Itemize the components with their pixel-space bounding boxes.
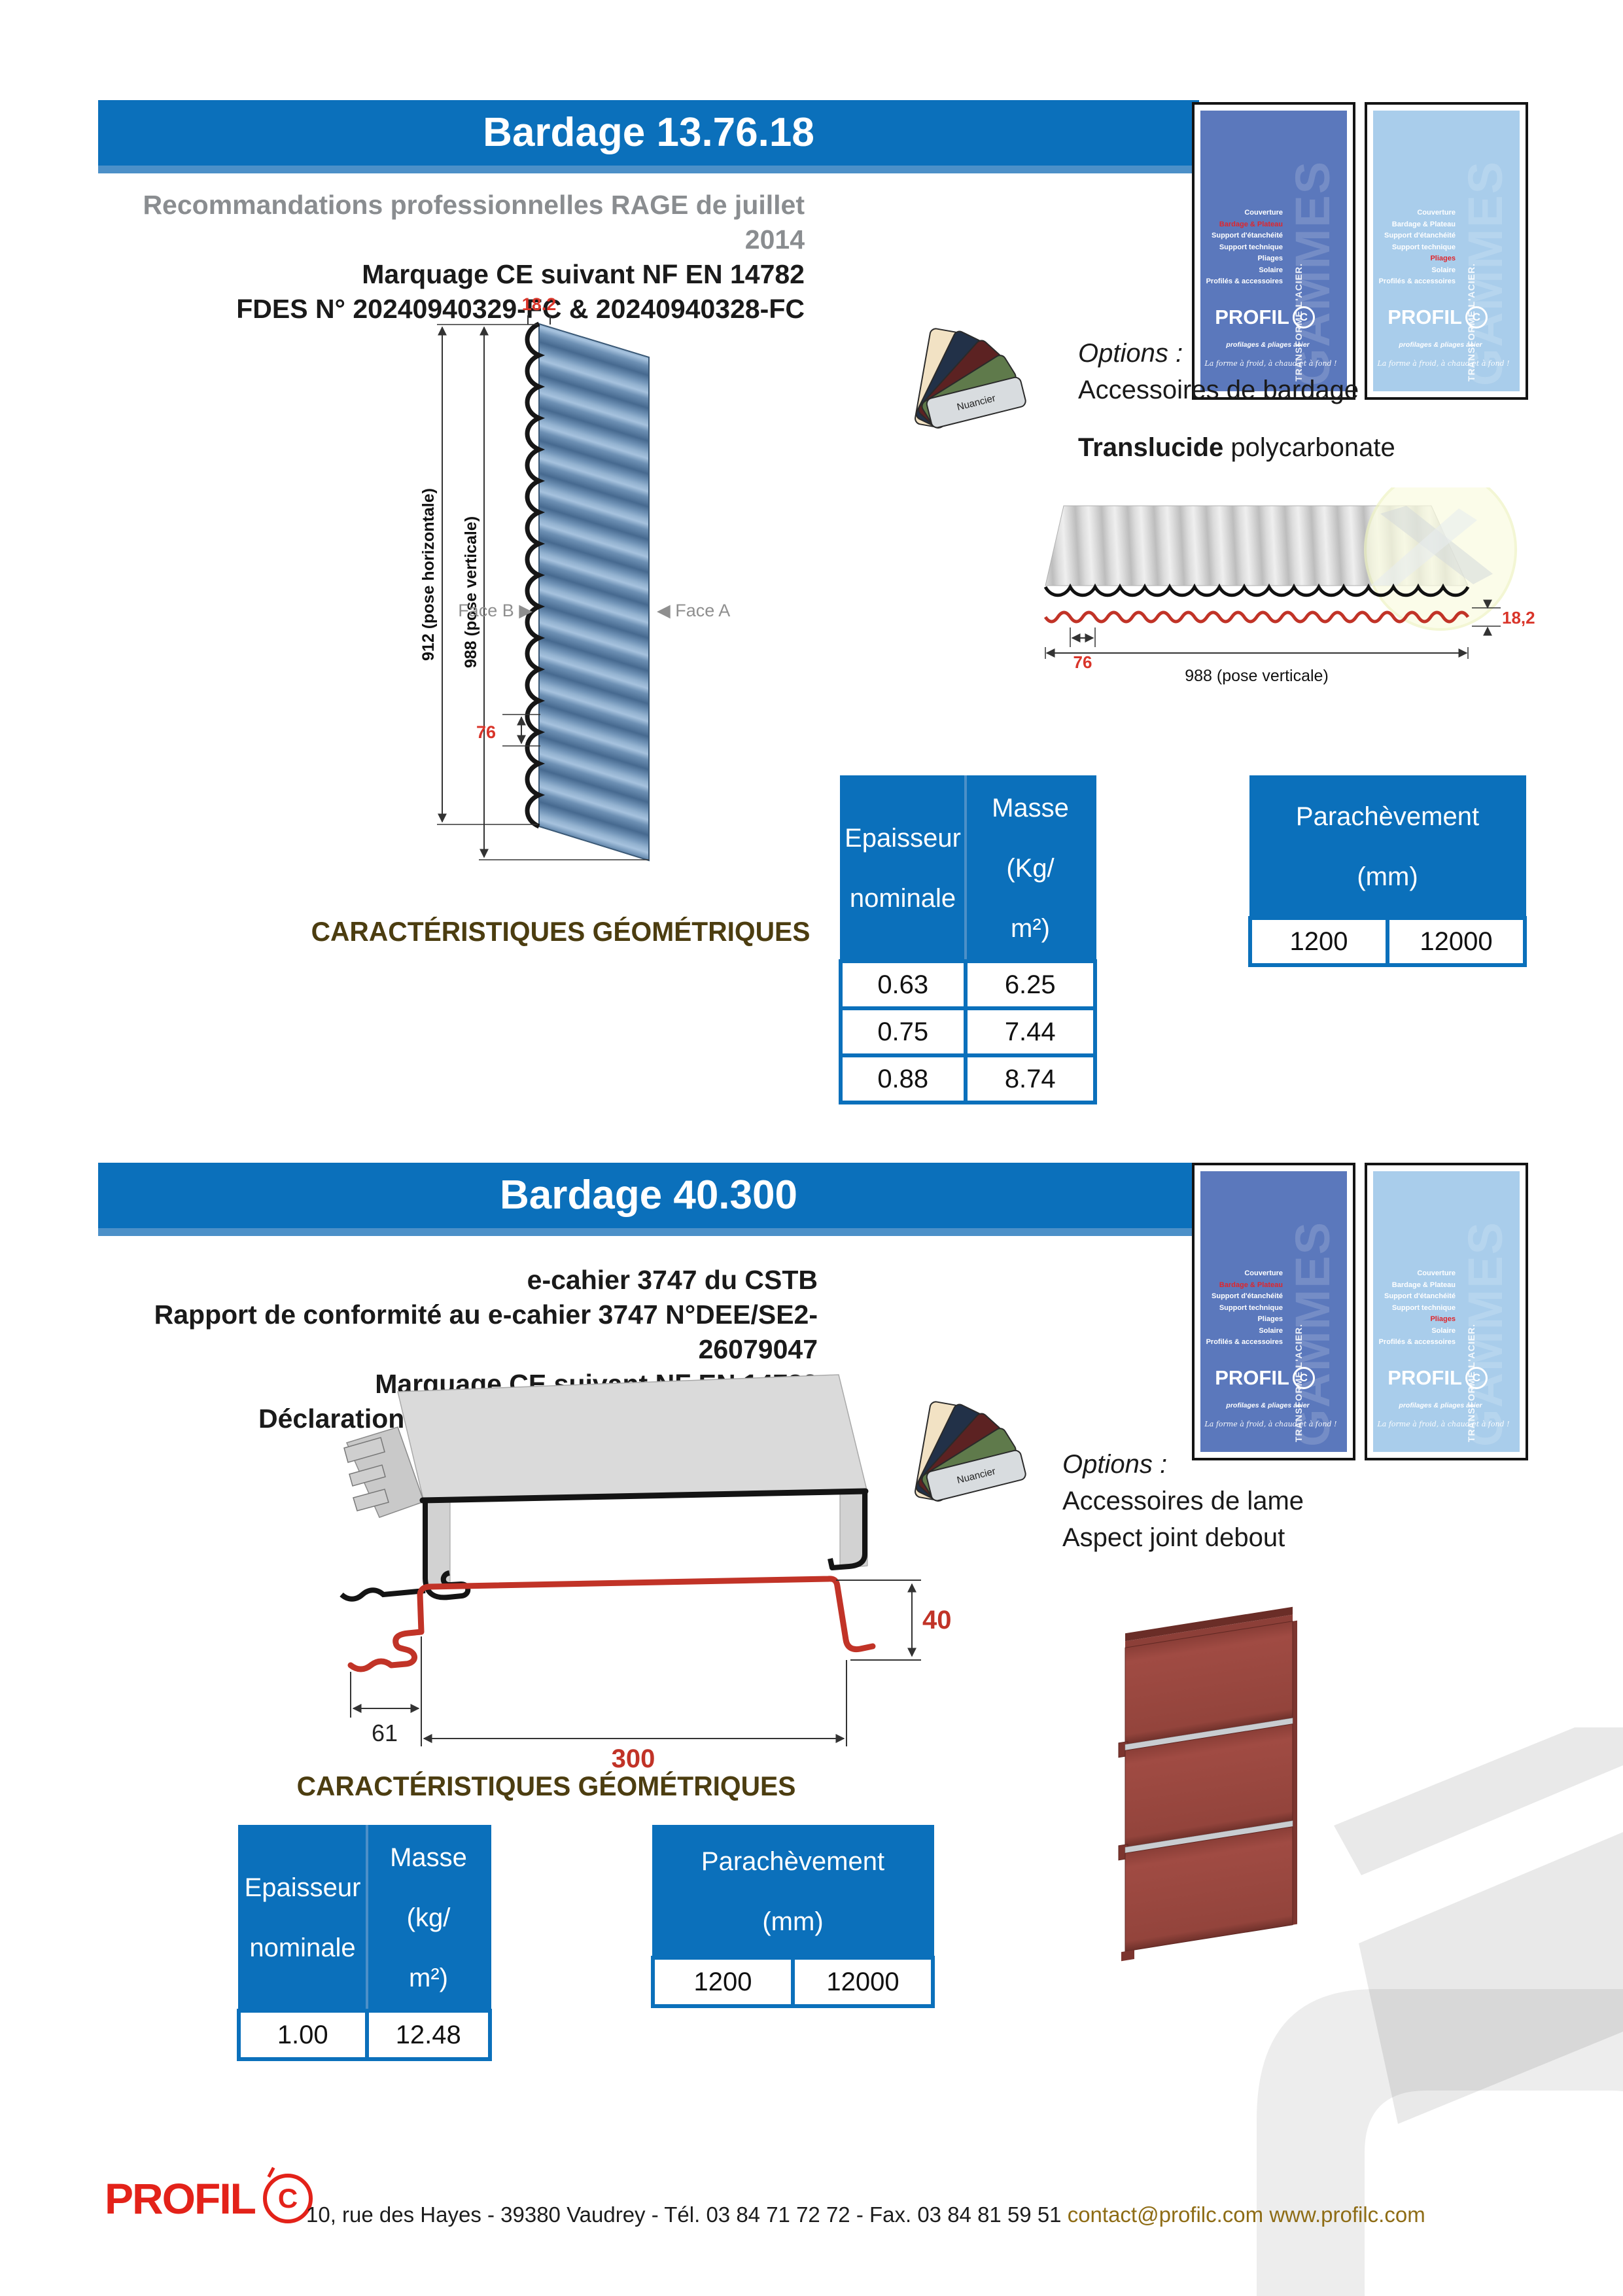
- section2-header-bar: Bardage 40.300: [98, 1163, 1199, 1236]
- col-parachevement: Parachèvement (mm): [652, 1825, 934, 1959]
- options-label: Options :: [1078, 339, 1183, 368]
- col-epaisseur: Epaisseur nominale: [839, 775, 967, 963]
- table-row: 0.75 7.44: [839, 1006, 1097, 1057]
- translucide-line: Translucide polycarbonate: [1078, 433, 1395, 462]
- col-masse: Masse (kg/ m²): [366, 1825, 491, 2012]
- table-row: 1.00 12.48: [237, 2009, 492, 2061]
- footer-address-line: 10, rue des Hayes - 39380 Vaudrey - Tél.…: [306, 2202, 1425, 2227]
- catalog-cover-bardage: GAMMES TRANSFORME L'ACIER. Couverture Ba…: [1192, 102, 1355, 400]
- dim-76: 76: [1073, 652, 1092, 672]
- section2-options: Options : Accessoires de lame Aspect joi…: [1062, 1446, 1304, 1556]
- catalog-cover-pliages: GAMMES TRANSFORME L'ACIER. Couverture Ba…: [1365, 102, 1528, 400]
- card-tagline: profilages & pliages acier: [1226, 341, 1310, 349]
- card-script-line: La forme à froid, à chaud et à fond !: [1377, 359, 1510, 368]
- section2-subtitle-rapport: Rapport de conformité au e-cahier 3747 N…: [154, 1299, 818, 1364]
- card-tagline: profilages & pliages acier: [1226, 1402, 1310, 1409]
- card-tagline: profilages & pliages acier: [1399, 1402, 1482, 1409]
- section2-finish-table: Parachèvement (mm) 1200 12000: [651, 1825, 935, 2008]
- table-row: 1200 12000: [1248, 916, 1527, 967]
- c-ring-icon: C: [1465, 1367, 1488, 1389]
- options-item: Aspect joint debout: [1062, 1523, 1285, 1552]
- sheet-scalloped-edge: [1043, 583, 1470, 597]
- dim-988: 988 (pose verticale): [1185, 667, 1329, 685]
- c-ring-icon: C: [1292, 1367, 1315, 1389]
- c-ring-icon: C: [1292, 306, 1315, 328]
- section2-geometry-title: CARACTÉRISTIQUES GÉOMÉTRIQUES: [296, 1771, 796, 1801]
- section1-subtitle-fdes: FDES N° 20240940329-FC & 20240940328-FC: [236, 294, 805, 324]
- dim-912: 912 (pose horizontale): [419, 488, 438, 661]
- dim-18-2: 18,2: [1502, 608, 1535, 627]
- card-script-line: La forme à froid, à chaud et à fond !: [1377, 1420, 1510, 1428]
- translucide-sheet-figure: 18,2 76 988 (pose verticale): [1043, 487, 1535, 685]
- c-ring-icon: C: [1465, 306, 1488, 328]
- card-menu: Couverture Bardage & Plateau Support d'é…: [1206, 1269, 1283, 1346]
- section1-finish-table: Parachèvement (mm) 1200 12000: [1248, 775, 1527, 967]
- col-masse: Masse (Kg/ m²): [964, 775, 1096, 963]
- section1-geometry-table: Epaisseur nominale Masse (Kg/ m²) 0.63 6…: [839, 775, 1097, 1104]
- lame-cross-section: [347, 1576, 876, 1672]
- nuancier-label: Nuancier: [956, 1465, 997, 1486]
- profile-wave-line: [1043, 610, 1470, 624]
- lame-profile-drawing: 61 300 40: [340, 1374, 952, 1770]
- card-script-line: La forme à froid, à chaud et à fond !: [1204, 1420, 1337, 1428]
- section2-title: Bardage 40.300: [500, 1173, 797, 1218]
- red-cladding-3d-image: [1118, 1606, 1297, 1962]
- dim-40: 40: [922, 1606, 952, 1634]
- footer-website-link[interactable]: www.profilc.com: [1269, 2202, 1425, 2227]
- profil-wordmark: PROFIL: [105, 2174, 256, 2223]
- section1-options: Options : Accessoires de bardage: [1078, 335, 1359, 408]
- section2-geometry-table: Epaisseur nominale Masse (kg/ m²) 1.00 1…: [237, 1825, 492, 2061]
- face-b-label: Face B ▶: [458, 601, 532, 620]
- section1-subtitle-ce: Marquage CE suivant NF EN 14782: [362, 259, 805, 289]
- card-brand: PROFIL C: [1373, 306, 1502, 329]
- section1-subtitles: Recommandations professionnelles RAGE de…: [98, 188, 805, 327]
- footer-email-link[interactable]: contact@profilc.com: [1067, 2202, 1264, 2227]
- card-brand: PROFIL C: [1200, 1366, 1329, 1390]
- section1-title: Bardage 13.76.18: [483, 110, 814, 155]
- col-parachevement: Parachèvement (mm): [1249, 775, 1526, 919]
- section1-header-bar: Bardage 13.76.18: [98, 100, 1199, 173]
- card-script-line: La forme à froid, à chaud et à fond !: [1204, 359, 1337, 368]
- table-row: 1200 12000: [651, 1956, 935, 2008]
- footer-address: 10, rue des Hayes - 39380 Vaudrey - Tél.…: [306, 2202, 1068, 2227]
- profilc-watermark-logo: [1257, 1727, 1623, 2296]
- card-brand: PROFIL C: [1373, 1366, 1502, 1390]
- card-menu: Couverture Bardage & Plateau Support d'é…: [1378, 209, 1456, 285]
- panel-wavy-edge: [525, 321, 546, 829]
- profilc-footer-logo: PROFIL C: [105, 2166, 313, 2223]
- card-tagline: profilages & pliages acier: [1399, 341, 1482, 349]
- apostrophe-tick: [267, 2166, 275, 2178]
- section2-subtitle-cstb: e-cahier 3747 du CSTB: [527, 1265, 818, 1295]
- face-a-label: ◀ Face A: [657, 601, 730, 620]
- catalog-cover-pliages: GAMMES TRANSFORME L'ACIER. Couverture Ba…: [1365, 1163, 1528, 1460]
- nuancier-fan: Nuancier: [911, 1381, 1051, 1504]
- dim-18-2: 18.2: [522, 294, 557, 314]
- col-epaisseur: Epaisseur nominale: [237, 1825, 368, 2012]
- dim-988: 988 (pose verticale): [462, 516, 480, 668]
- options-item: Accessoires de bardage: [1078, 376, 1359, 404]
- nuancier-label: Nuancier: [956, 392, 997, 413]
- table-row: 0.63 6.25: [839, 959, 1097, 1010]
- nuancier-fan: Nuancier: [911, 308, 1051, 431]
- corrugated-panel-drawing: 18.2 912 (pose horizontale) 988 (pose ve…: [419, 294, 730, 862]
- options-item: Accessoires de lame: [1062, 1487, 1304, 1515]
- card-brand: PROFIL C: [1200, 306, 1329, 329]
- table-row: 0.88 8.74: [839, 1053, 1097, 1104]
- panel-body: [538, 323, 650, 862]
- card-menu: Couverture Bardage & Plateau Support d'é…: [1378, 1269, 1456, 1346]
- options-label: Options :: [1062, 1450, 1168, 1479]
- dim-61: 61: [372, 1720, 398, 1746]
- dim-300: 300: [612, 1744, 655, 1770]
- catalog-cover-bardage: GAMMES TRANSFORME L'ACIER. Couverture Ba…: [1192, 1163, 1355, 1460]
- lame-top-face: [397, 1374, 868, 1502]
- c-ring-icon: C: [263, 2166, 313, 2223]
- section1-geometry-title: CARACTÉRISTIQUES GÉOMÉTRIQUES: [311, 916, 811, 947]
- section1-subtitle-rage: Recommandations professionnelles RAGE de…: [143, 190, 805, 255]
- dim-76: 76: [476, 722, 496, 742]
- card-menu: Couverture Bardage & Plateau Support d'é…: [1206, 209, 1283, 285]
